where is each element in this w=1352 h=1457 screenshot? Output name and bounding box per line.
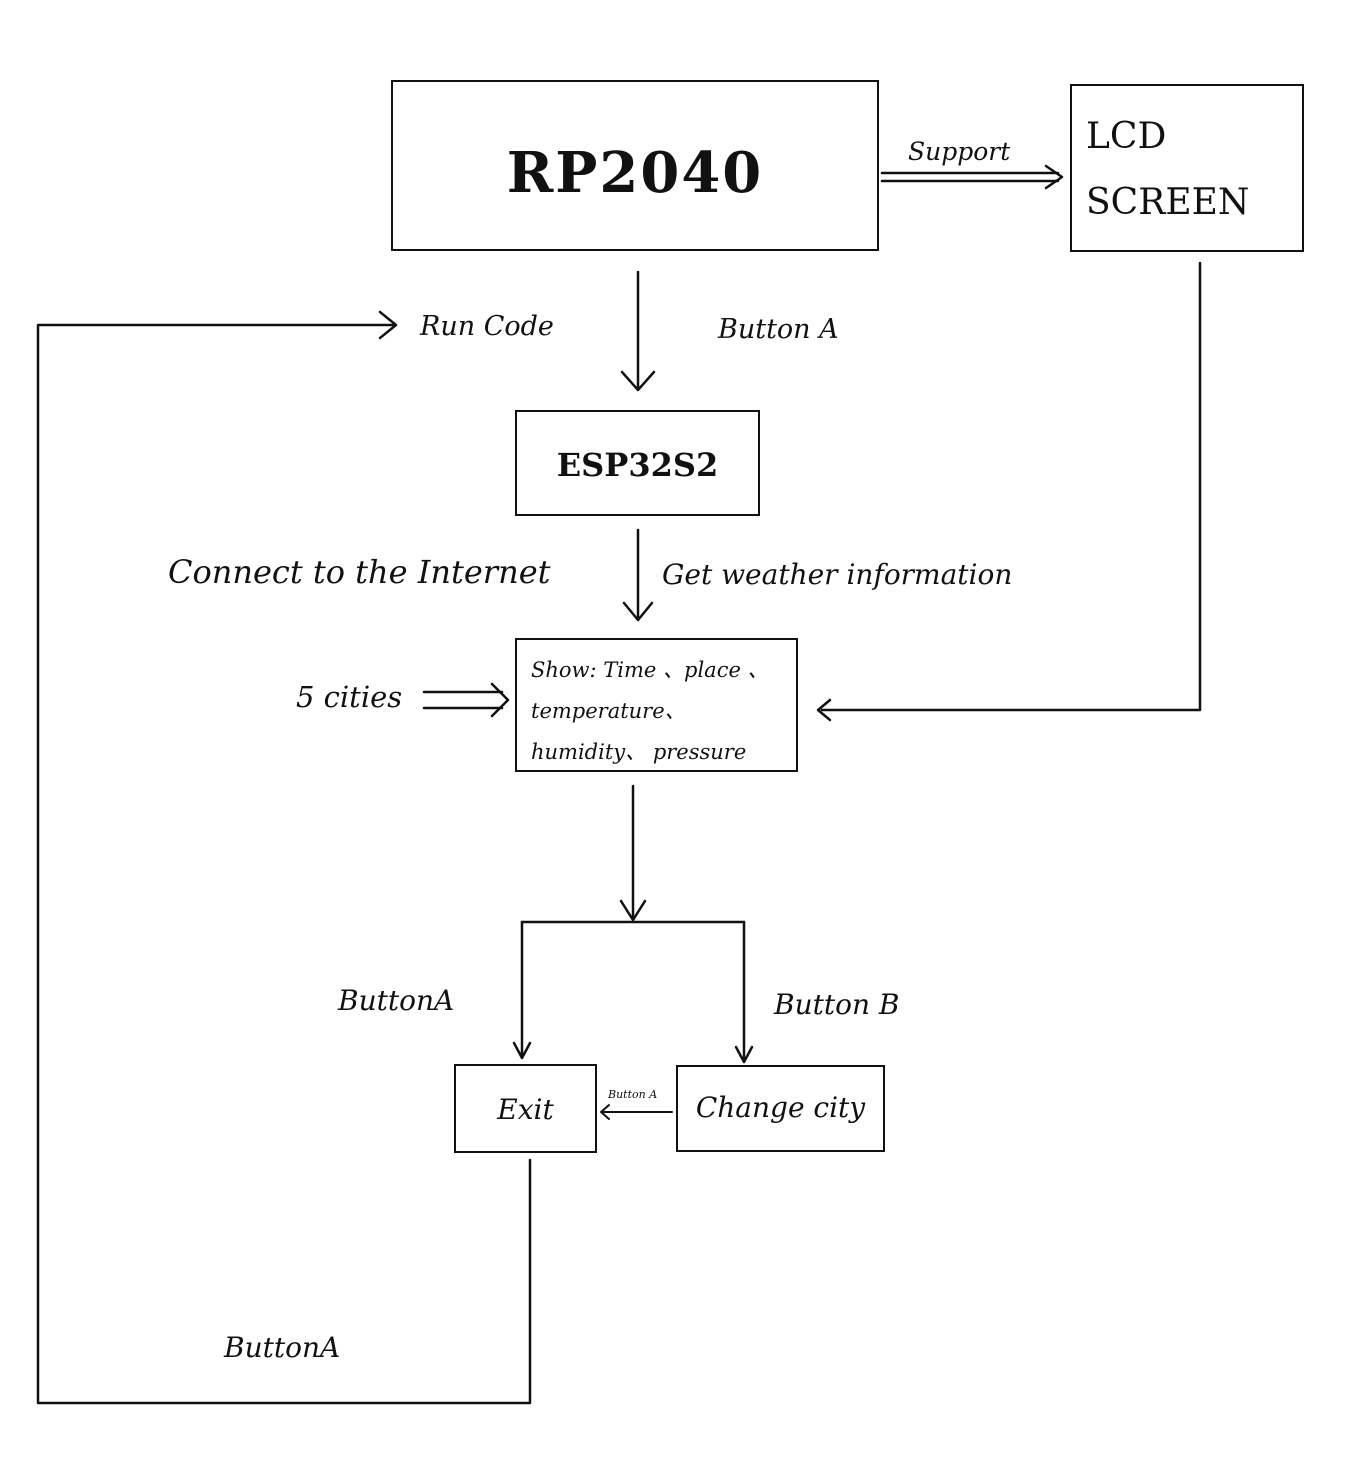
- rp2040-to-esp-arrow: [620, 270, 656, 392]
- button-a-bottom-label: ButtonA: [224, 1331, 341, 1364]
- button-b-label: Button B: [774, 988, 900, 1021]
- connect-internet-label: Connect to the Internet: [168, 553, 551, 591]
- run-code-label: Run Code: [420, 311, 554, 342]
- five-cities-label: 5 cities: [296, 680, 403, 714]
- show-label-line3: humidity、 pressure: [531, 740, 747, 764]
- support-arrow: [880, 164, 1064, 190]
- change-city-label: Change city: [695, 1091, 866, 1124]
- esp-to-show-arrow: [622, 528, 654, 622]
- show-info-node: Show: Time 、place 、 temperature、 humidit…: [515, 638, 798, 772]
- show-label-line2: temperature、: [531, 699, 686, 723]
- show-label-line1: Show: Time 、place 、: [531, 658, 769, 682]
- five-cities-arrow: [422, 682, 510, 718]
- change-city-node: Change city: [676, 1065, 885, 1152]
- button-a-small-label: Button A: [608, 1088, 658, 1101]
- lcd-to-show-arrow: [816, 261, 1202, 722]
- change-to-exit-arrow: [600, 1104, 673, 1120]
- support-label: Support: [908, 137, 1011, 166]
- rp2040-label: RP2040: [506, 140, 764, 206]
- loop-back-arrow: [36, 310, 532, 1405]
- lcd-label-line1: LCD: [1086, 116, 1167, 157]
- rp2040-node: RP2040: [391, 80, 879, 251]
- lcd-screen-node: LCD SCREEN: [1070, 84, 1304, 252]
- show-to-split-arrow: [619, 784, 647, 922]
- get-weather-label: Get weather information: [662, 558, 1013, 591]
- split-connector: [512, 920, 754, 1064]
- button-a-left-label: ButtonA: [338, 984, 455, 1017]
- esp32s2-label: ESP32S2: [556, 446, 719, 484]
- esp32s2-node: ESP32S2: [515, 410, 760, 516]
- lcd-label-line2: SCREEN: [1086, 182, 1250, 223]
- exit-label: Exit: [497, 1093, 554, 1126]
- exit-node: Exit: [454, 1064, 597, 1153]
- button-a-top-label: Button A: [718, 314, 839, 345]
